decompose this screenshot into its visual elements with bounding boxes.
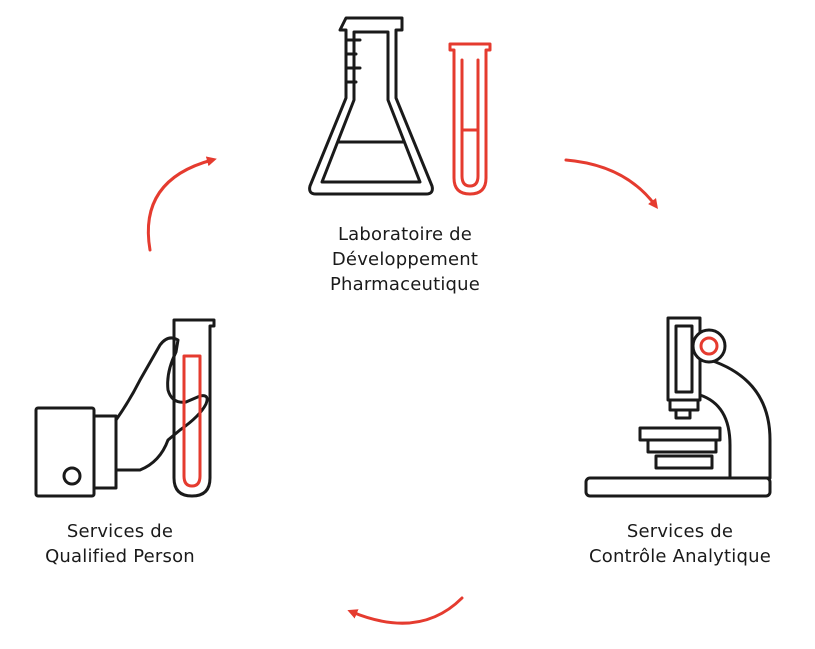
microscope-stage [638,426,722,442]
arrow-bottom [347,596,464,625]
flask-graduations [344,38,362,84]
microscope-objective [668,398,700,420]
label-line: Qualified Person [45,546,195,567]
flask-inner-outline [320,30,422,184]
microscope-icon [584,316,772,498]
focus-knob-outer [691,328,727,364]
label-line: Développement [331,249,479,270]
arrow-top-right [564,158,659,209]
label-controle-analytique: Services de Contrôle Analytique [560,519,800,569]
microscope-tube [666,316,702,402]
microscope-arm [698,358,772,480]
label-line: Pharmaceutique [329,274,481,295]
held-tube-outline [172,318,216,498]
flask-and-test-tube-icon [308,16,492,196]
flask-outline [308,16,434,196]
arrow-left [146,156,217,252]
hand-outline [114,336,209,472]
label-qualified-person: Services de Qualified Person [10,519,230,569]
cuff-button [62,466,82,486]
wrist-band [92,414,118,490]
label-line: Laboratoire de [337,224,473,245]
label-laboratoire: Laboratoire de Développement Pharmaceuti… [300,222,510,297]
hand-holding-test-tube-icon [34,318,216,498]
label-line: Services de [66,521,174,542]
microscope-base [584,476,772,498]
focus-knob-red [699,336,719,356]
held-tube-liquid [182,354,202,488]
sleeve-cuff [34,406,96,498]
test-tube-red [448,42,492,196]
label-line: Contrôle Analytique [588,546,772,567]
label-line: Services de [626,521,734,542]
